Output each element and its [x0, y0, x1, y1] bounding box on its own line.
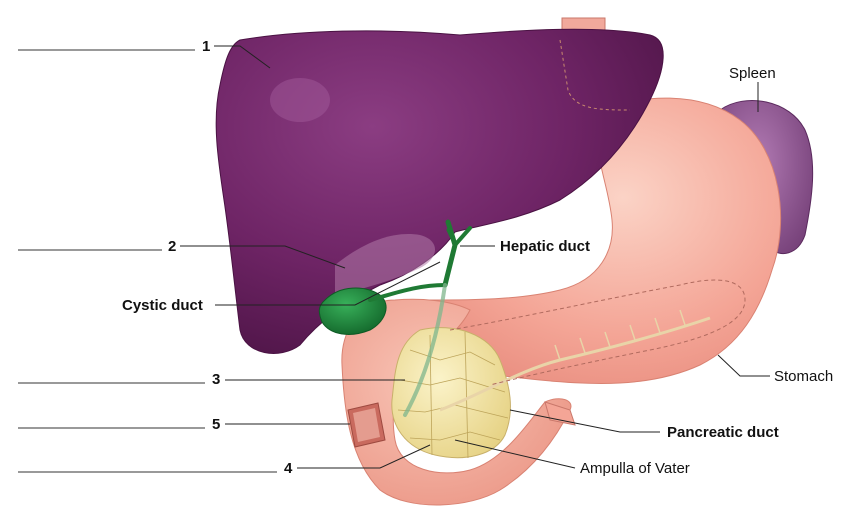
label-stomach: Stomach [774, 368, 833, 385]
pylorus-shape [544, 401, 576, 426]
leader-ampulla [454, 439, 576, 469]
label-number-1: 1 [202, 38, 210, 55]
esophagus-hidden-outline [559, 39, 631, 111]
label-pancreatic-duct: Pancreatic duct [667, 424, 779, 441]
pancreatic-duct-branches [554, 309, 686, 361]
pancreas-tail-outline [449, 279, 746, 386]
liver-shape [215, 28, 664, 354]
pancreas-shape [391, 327, 511, 459]
liver-overlay-region [335, 234, 435, 295]
cystic-duct-shape [368, 283, 447, 302]
pancreatic-duct-line [439, 316, 711, 412]
leader-stomach [717, 354, 770, 377]
stomach-shape [429, 97, 782, 385]
liver-highlight [270, 78, 330, 122]
hepatic-duct-shape [442, 219, 472, 288]
label-ampulla-of-vater: Ampulla of Vater [580, 460, 690, 477]
label-number-2: 2 [168, 238, 176, 255]
label-number-3: 3 [212, 371, 220, 388]
label-spleen: Spleen [729, 65, 776, 82]
label-number-4: 4 [284, 460, 293, 477]
leader-1 [214, 45, 271, 69]
leader-2 [180, 245, 346, 269]
label-number-5: 5 [212, 416, 220, 433]
pancreas-lobule-lines [397, 331, 509, 459]
leader-4 [297, 444, 431, 469]
leader-pancreatic-duct [509, 409, 660, 433]
duodenum-lumen [353, 408, 380, 442]
common-bile-duct-shape [403, 283, 447, 417]
label-hepatic-duct: Hepatic duct [500, 238, 590, 255]
label-cystic-duct: Cystic duct [122, 297, 203, 314]
leader-cystic-duct [215, 261, 441, 306]
